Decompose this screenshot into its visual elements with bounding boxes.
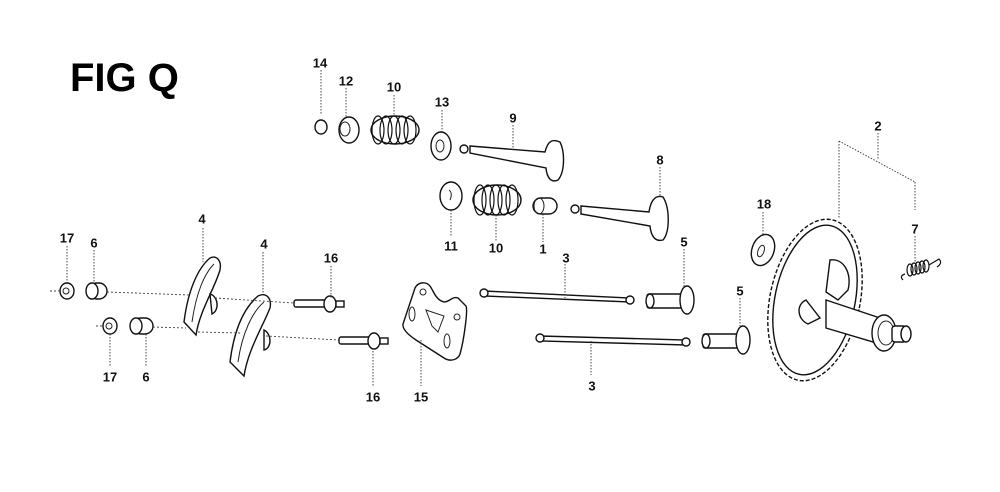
callout-3-upper: 3 xyxy=(562,250,570,266)
figure-title: FIG Q xyxy=(70,56,179,100)
guide-plate-part xyxy=(402,282,468,361)
callout-13: 13 xyxy=(434,94,450,110)
pivot-bolt-lower-part xyxy=(338,332,389,350)
valve-cotter-part xyxy=(314,119,328,135)
adjusting-nut-lower-part xyxy=(129,317,154,335)
rocker-arm-left-part xyxy=(183,256,222,337)
spring-retainer-part xyxy=(338,116,360,144)
exhaust-spring-retainer-part xyxy=(439,181,463,211)
decompressor-spring-part xyxy=(900,258,942,281)
intake-valve-part xyxy=(459,139,565,182)
callout-9: 9 xyxy=(509,110,517,126)
callout-10-lower: 10 xyxy=(488,240,504,256)
leader-2-bar xyxy=(838,140,916,183)
callout-14: 14 xyxy=(312,55,328,71)
valve-rotator-part xyxy=(532,197,558,215)
push-rod-lower-part xyxy=(535,333,691,347)
rocker-arm-right-part xyxy=(229,294,272,378)
camshaft-gear-part xyxy=(767,218,912,382)
callout-15: 15 xyxy=(413,389,429,405)
pivot-bolt-upper-part xyxy=(293,295,345,313)
callout-5-upper: 5 xyxy=(680,234,688,250)
callout-1: 1 xyxy=(539,241,547,257)
callout-11: 11 xyxy=(444,238,458,254)
callout-16-upper: 16 xyxy=(323,250,339,266)
exhaust-valve-part xyxy=(570,195,669,242)
lock-nut-lower-part xyxy=(102,317,118,335)
callout-6-upper: 6 xyxy=(90,235,98,251)
callout-4-right: 4 xyxy=(260,236,268,252)
callout-8: 8 xyxy=(656,152,664,168)
callout-18: 18 xyxy=(756,196,772,212)
valve-spring-lower-part xyxy=(472,184,522,216)
callout-10-upper: 10 xyxy=(386,79,402,95)
push-rod-upper-part xyxy=(479,288,635,305)
callout-4-left: 4 xyxy=(198,211,206,227)
valve-spring-upper-part xyxy=(370,115,420,145)
callout-17-lower: 17 xyxy=(102,369,118,385)
lock-nut-upper-part xyxy=(59,282,75,300)
callout-5-lower: 5 xyxy=(736,283,744,299)
valve-stem-seal-part xyxy=(430,131,452,161)
callout-6-lower: 6 xyxy=(142,369,150,385)
callout-7: 7 xyxy=(911,221,919,237)
valve-lifter-upper-part xyxy=(645,285,695,315)
callout-3-lower: 3 xyxy=(588,378,596,394)
valve-lifter-lower-part xyxy=(701,325,751,355)
callout-16-lower: 16 xyxy=(365,389,381,405)
callout-2: 2 xyxy=(874,118,882,134)
washer-part xyxy=(750,233,776,267)
callout-12: 12 xyxy=(338,73,354,89)
callout-17-upper: 17 xyxy=(59,230,75,246)
adjusting-nut-upper-part xyxy=(85,282,108,300)
